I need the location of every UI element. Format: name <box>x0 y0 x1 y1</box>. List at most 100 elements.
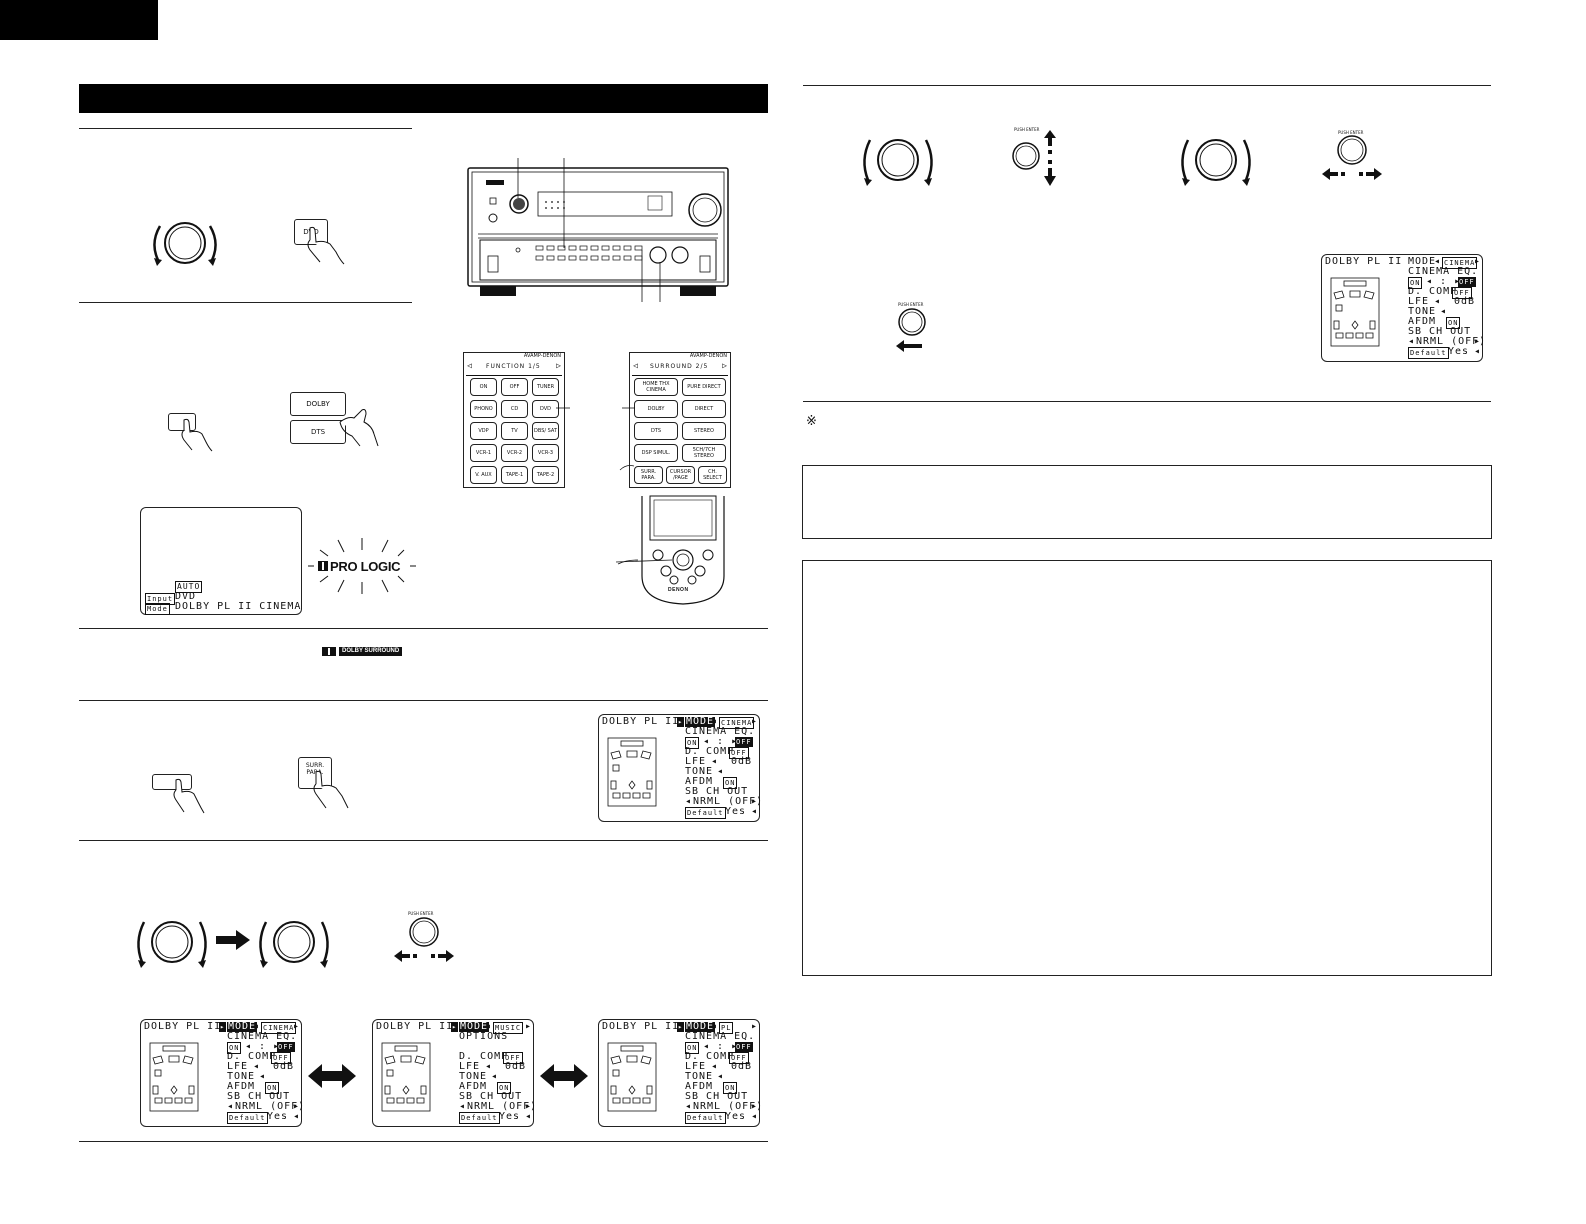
page-prev-icon[interactable]: ◁ <box>633 361 638 370</box>
osd-text: CINEMA <box>1442 257 1478 270</box>
remote-key[interactable]: DBS/ SAT <box>532 422 559 440</box>
remote-key[interactable]: CH. SELECT <box>698 466 727 484</box>
osd-text: DOLBY PL II <box>602 716 680 727</box>
remote-key[interactable]: TUNER <box>532 378 559 396</box>
osd-text: LFE <box>1408 296 1430 307</box>
osd-text: SB CH OUT <box>685 786 749 797</box>
callout-lines <box>556 407 639 565</box>
remote-key[interactable]: DVD <box>532 400 559 418</box>
remote-key[interactable]: OFF <box>501 378 528 396</box>
osd-text: D. COMP <box>227 1051 277 1062</box>
remote-key[interactable]: PURE DIRECT <box>682 378 726 396</box>
osd-text: AFDM <box>227 1081 256 1092</box>
pressing-hand-icon <box>181 418 213 452</box>
remote-key[interactable]: TAPE-1 <box>501 466 528 484</box>
surr-para-button[interactable]: SURR. PARA. <box>298 757 332 789</box>
step-divider <box>79 128 412 129</box>
page-next-icon[interactable]: ▷ <box>556 361 561 370</box>
rotary-knob-icon <box>259 921 329 968</box>
remote-key[interactable]: VCR-3 <box>532 444 559 462</box>
left-arrow-icon: ◂ <box>1434 256 1442 267</box>
remote-key[interactable]: DIRECT <box>682 400 726 418</box>
page-next-icon[interactable]: ▷ <box>722 361 727 370</box>
arrow-right-icon <box>216 930 250 950</box>
osd-text: OFF <box>735 1042 753 1053</box>
osd-text: CINEMA EQ. <box>227 1031 298 1042</box>
osd-text: NRML (OFF) <box>693 796 764 807</box>
section-header-bar <box>79 84 768 113</box>
osd-text: SB CH OUT <box>227 1091 291 1102</box>
remote-brand: AVAMP-DENON <box>689 353 727 359</box>
osd-text: MUSIC <box>493 1022 524 1035</box>
speaker-layout-icon <box>607 1042 657 1112</box>
step-divider <box>803 401 1491 402</box>
osd-text: Yes <box>499 1111 521 1122</box>
page-prev-icon[interactable]: ◁ <box>467 361 472 370</box>
osd-text: LFE <box>459 1061 481 1072</box>
osd-text: ON <box>265 1082 280 1095</box>
speaker-layout-icon <box>381 1042 431 1112</box>
osd-text: CINEMA <box>261 1022 297 1035</box>
auto-indicator: AUTO <box>175 581 203 594</box>
pressing-hand-icon <box>339 409 379 447</box>
push-enter-knob-lr-icon <box>1322 135 1382 180</box>
input-label: Input <box>145 593 176 606</box>
remote-key[interactable]: VDP <box>470 422 497 440</box>
remote-key[interactable]: CURSOR /PAGE <box>666 466 695 484</box>
push-enter-label: PUSH ENTER <box>408 911 434 916</box>
osd-text: CINEMA EQ. <box>685 726 756 737</box>
remote-key[interactable]: DOLBY <box>634 400 678 418</box>
osd-text: AFDM <box>685 1081 714 1092</box>
left-arrow-icon: ◂ <box>711 716 719 727</box>
double-arrow-icon <box>540 1064 588 1088</box>
osd-text: Default <box>227 1112 268 1125</box>
remote-key[interactable]: HOME THX CINEMA <box>634 378 678 396</box>
remote-key[interactable]: VCR-1 <box>470 444 497 462</box>
osd-text: TONE <box>1408 306 1437 317</box>
osd-text: ON <box>1408 277 1423 290</box>
osd-text: Yes <box>725 806 747 817</box>
osd-text: SB CH OUT <box>459 1091 523 1102</box>
osd-text: TONE <box>685 1071 714 1082</box>
left-arrow-icon: ◂ <box>711 1021 719 1032</box>
osd-text: AFDM <box>1408 316 1437 327</box>
remote-key[interactable]: PHONO <box>470 400 497 418</box>
note-mark: ※ <box>806 414 817 429</box>
remote-key[interactable]: DSP SIMUL. <box>634 444 678 462</box>
osd-text: SB CH OUT <box>685 1091 749 1102</box>
cursor-icon: ▸ <box>451 1022 459 1033</box>
remote-surround-page: AVAMP-DENON ◁ SURROUND 2/5 ▷ <box>629 352 731 488</box>
osd-text: ON <box>227 1042 242 1055</box>
remote-key[interactable]: DTS <box>634 422 678 440</box>
dolby-button[interactable]: DOLBY <box>290 392 346 416</box>
osd-text: CINEMA EQ. <box>685 1031 756 1042</box>
osd-text: D. COMP <box>1408 286 1458 297</box>
remote-page-title: SURROUND 2/5 <box>650 363 709 370</box>
osd-text: D. COMP <box>459 1051 509 1062</box>
remote-key[interactable]: ON <box>470 378 497 396</box>
remote-key[interactable]: VCR-2 <box>501 444 528 462</box>
remote-key[interactable]: STEREO <box>682 422 726 440</box>
osd-text: Default <box>685 807 726 820</box>
remote-key[interactable]: 5CH/7CH STEREO <box>682 444 726 462</box>
osd-text: LFE <box>685 756 707 767</box>
osd-text: TONE <box>459 1071 488 1082</box>
osd-text: ON <box>723 1082 738 1095</box>
remote-key[interactable]: SURR. PARA. <box>634 466 663 484</box>
remote-key[interactable]: V. AUX <box>470 466 497 484</box>
remote-page-title: FUNCTION 1/5 <box>486 363 541 370</box>
osd-text: DOLBY PL II <box>144 1021 222 1032</box>
blank-button[interactable] <box>152 774 192 790</box>
osd-text: TONE <box>227 1071 256 1082</box>
right-arrow-icon: ▸ <box>1474 256 1482 267</box>
pro-logic-logo: PRO LOGIC <box>330 559 401 574</box>
remote-key[interactable]: CD <box>501 400 528 418</box>
osd-text: SB CH OUT <box>1408 326 1472 337</box>
mode-label: Mode <box>145 603 170 616</box>
left-arrow-icon: ◂ <box>485 1021 493 1032</box>
remote-key[interactable]: TV <box>501 422 528 440</box>
push-enter-knob-ud-icon <box>1012 130 1056 186</box>
osd-text: OFF <box>271 1052 291 1065</box>
remote-key[interactable]: TAPE-2 <box>532 466 559 484</box>
osd-text: 0dB <box>1454 296 1476 307</box>
